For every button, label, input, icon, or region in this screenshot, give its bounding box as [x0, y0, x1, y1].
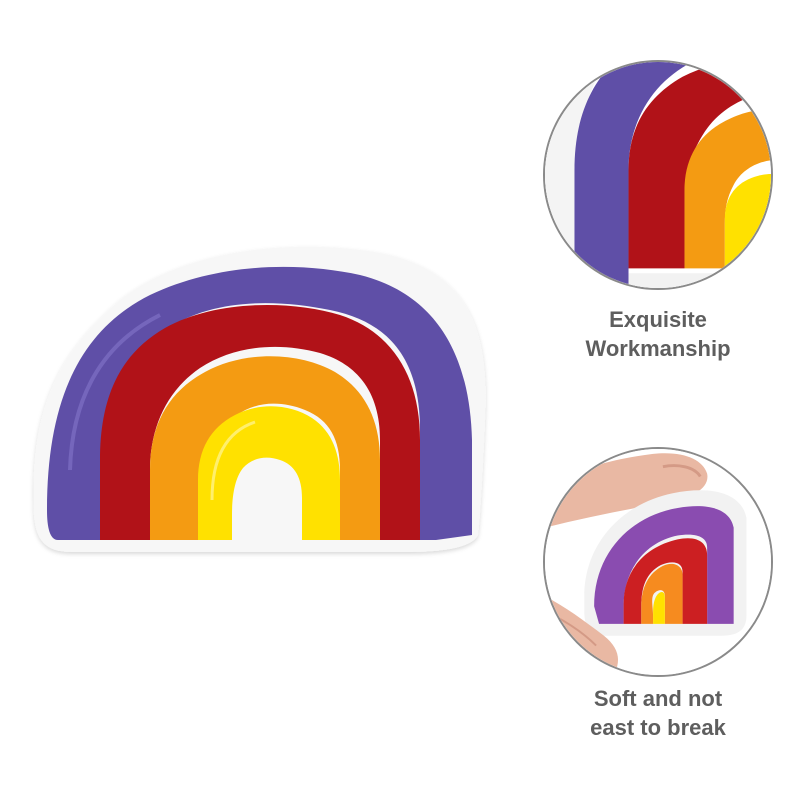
rainbow-highlight: [68, 313, 161, 471]
closeup-detail-circle: [543, 60, 773, 290]
caption-line-1: Exquisite: [609, 307, 707, 332]
rainbow-red-band: [100, 305, 420, 540]
caption-line-2: east to break: [590, 715, 726, 740]
rainbow-highlight-inner: [210, 420, 256, 501]
rainbow-closeup-image: [545, 62, 771, 288]
rainbow-yellow-band: [198, 406, 340, 540]
caption-line-2: Workmanship: [585, 336, 731, 361]
caption-line-1: Soft and not: [593, 686, 723, 711]
feature-caption-soft: Soft and not east to break: [543, 684, 773, 742]
fingers-holding-rainbow-image: [545, 449, 771, 675]
feature-caption-workmanship: Exquisite Workmanship: [543, 305, 773, 363]
rainbow-purple-band: [47, 266, 472, 540]
soft-detail-circle: [543, 447, 773, 677]
